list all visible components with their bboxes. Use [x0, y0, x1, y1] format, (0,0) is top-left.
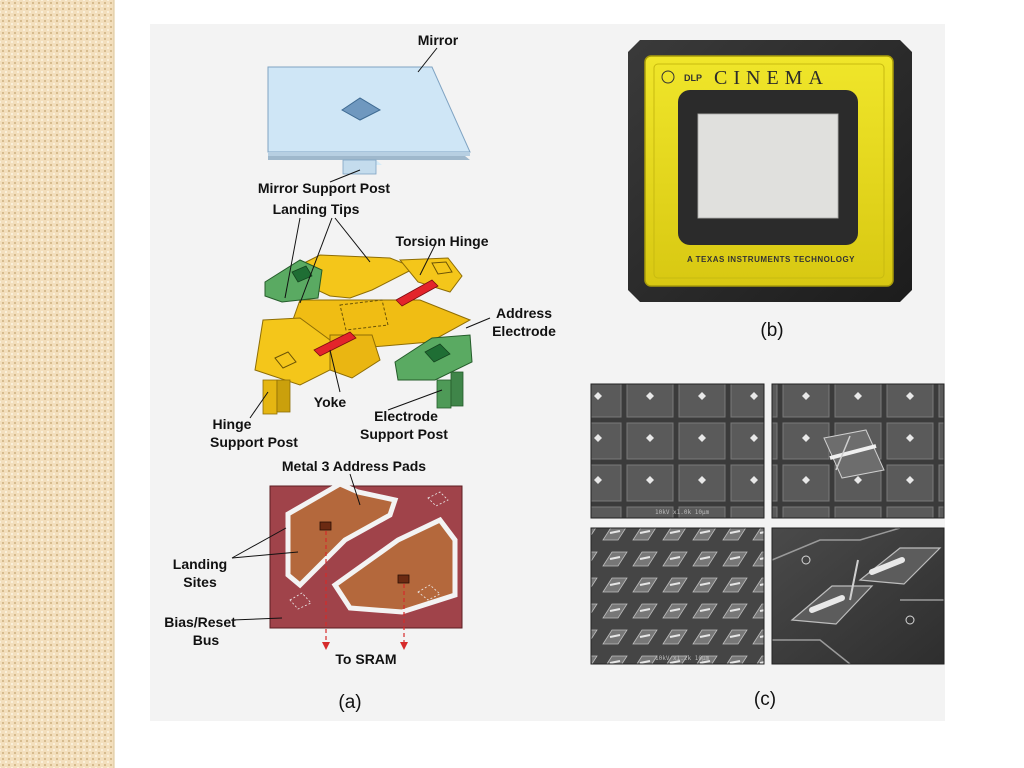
leader-lines	[231, 47, 491, 621]
caption-c: (c)	[754, 689, 776, 710]
sem-micrograph-bottom-left: 10kV x1.2k 10µm	[590, 527, 765, 665]
label-hinge-support-post-2: Support Post	[210, 434, 298, 450]
label-address-electrode-2: Electrode	[492, 323, 556, 339]
label-electrode-support-post-1: Electrode	[374, 408, 438, 424]
mirror	[267, 66, 471, 160]
label-bias-reset-bus-2: Bus	[193, 632, 220, 648]
label-mirror: Mirror	[418, 32, 459, 48]
chip-footer-text: A TEXAS INSTRUMENTS TECHNOLOGY	[687, 255, 855, 264]
caption-b: (b)	[760, 320, 783, 341]
label-metal3-address-pads: Metal 3 Address Pads	[282, 458, 426, 474]
svg-text:10kV x1.2k 10µm: 10kV x1.2k 10µm	[655, 655, 710, 662]
label-yoke: Yoke	[314, 394, 347, 410]
label-bias-reset-bus-1: Bias/Reset	[164, 614, 236, 630]
sem-micrograph-bottom-right	[771, 527, 945, 665]
dlp-cinema-chip	[628, 40, 912, 302]
label-address-electrode-1: Address	[496, 305, 552, 321]
sem-micrograph-top-right	[771, 383, 945, 519]
address-electrode	[264, 259, 473, 381]
chip-logo-text: DLP	[684, 73, 702, 83]
sem-micrograph-top-left: 10kV x1.0k 10µm	[590, 383, 765, 519]
mirror-support-post	[342, 159, 382, 175]
label-to-sram: To SRAM	[335, 651, 396, 667]
label-landing-tips: Landing Tips	[273, 201, 360, 217]
svg-text:10kV x1.0k 10µm: 10kV x1.0k 10µm	[655, 509, 710, 516]
chip-brand-text: CINEMA	[714, 67, 829, 89]
caption-a: (a)	[338, 692, 361, 713]
label-torsion-hinge: Torsion Hinge	[395, 233, 488, 249]
label-landing-sites-2: Sites	[183, 574, 217, 590]
metal3-layer	[269, 481, 463, 650]
hinge-support-post	[262, 379, 291, 415]
decorative-side-strip	[0, 0, 115, 768]
label-hinge-support-post-1: Hinge	[213, 416, 252, 432]
torsion-hinge	[313, 279, 439, 357]
label-electrode-support-post-2: Support Post	[360, 426, 448, 442]
label-mirror-support-post: Mirror Support Post	[258, 180, 391, 196]
electrode-support-post	[436, 371, 464, 409]
label-landing-sites-1: Landing	[173, 556, 227, 572]
